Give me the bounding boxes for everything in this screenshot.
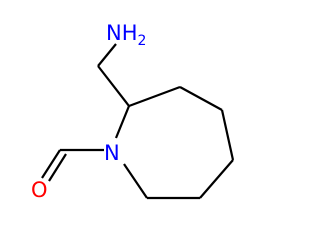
bond-formyl-o-1	[41, 149, 61, 179]
structure-canvas: NH2 N O	[31, 21, 235, 202]
bond-c7-n	[123, 163, 148, 199]
bond-amine-ch2	[97, 43, 117, 67]
bond-n-c2	[114, 105, 131, 139]
ring-nitrogen-label: N	[104, 141, 120, 165]
bond-c2-c3	[128, 85, 181, 108]
carbonyl-oxygen-label: O	[31, 178, 48, 202]
bonds	[41, 43, 235, 200]
bond-c4-c5	[220, 109, 235, 161]
bond-ch2-c2	[97, 65, 130, 107]
bond-formyl-o-2	[48, 153, 67, 182]
bond-c5-c6	[199, 159, 234, 199]
amine-label: NH2	[106, 21, 146, 49]
bond-c3-c4	[179, 86, 223, 111]
molecule-diagram: NH2 N O	[31, 21, 235, 202]
